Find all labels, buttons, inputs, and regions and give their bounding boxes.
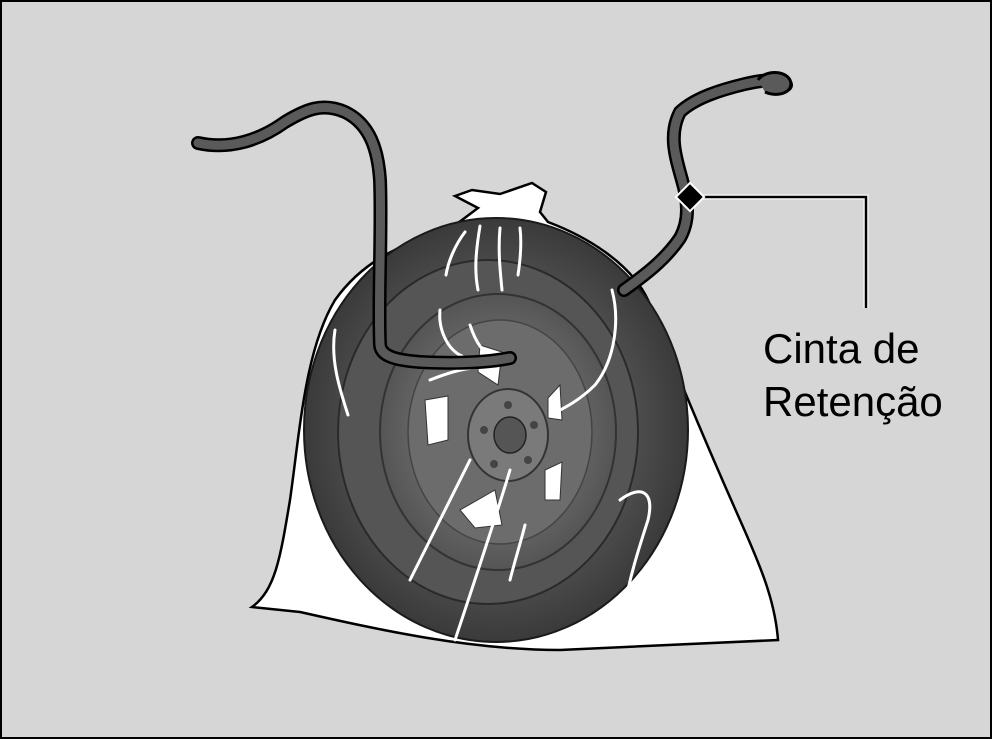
lug-nut	[490, 460, 498, 468]
bag-wrinkles	[332, 224, 652, 642]
callout-leader-line	[690, 195, 868, 308]
lug-nut	[480, 426, 488, 434]
callout-label-line2: Retenção	[763, 378, 943, 425]
callout-label-retaining-strap: Cinta de Retenção	[763, 322, 983, 428]
wheel-opening	[544, 461, 563, 501]
callout-marker	[674, 181, 706, 213]
lug-nut	[504, 401, 512, 409]
lug-nut	[524, 456, 532, 464]
callout-label-line1: Cinta de	[763, 325, 920, 372]
retaining-strap-left	[193, 102, 515, 368]
wheel-center-cap	[493, 416, 527, 454]
retaining-strap-right	[619, 75, 791, 295]
wheel-opening	[459, 489, 503, 529]
lug-nut	[530, 421, 538, 429]
wheel-opening	[424, 395, 449, 446]
strap-loop	[756, 71, 793, 96]
